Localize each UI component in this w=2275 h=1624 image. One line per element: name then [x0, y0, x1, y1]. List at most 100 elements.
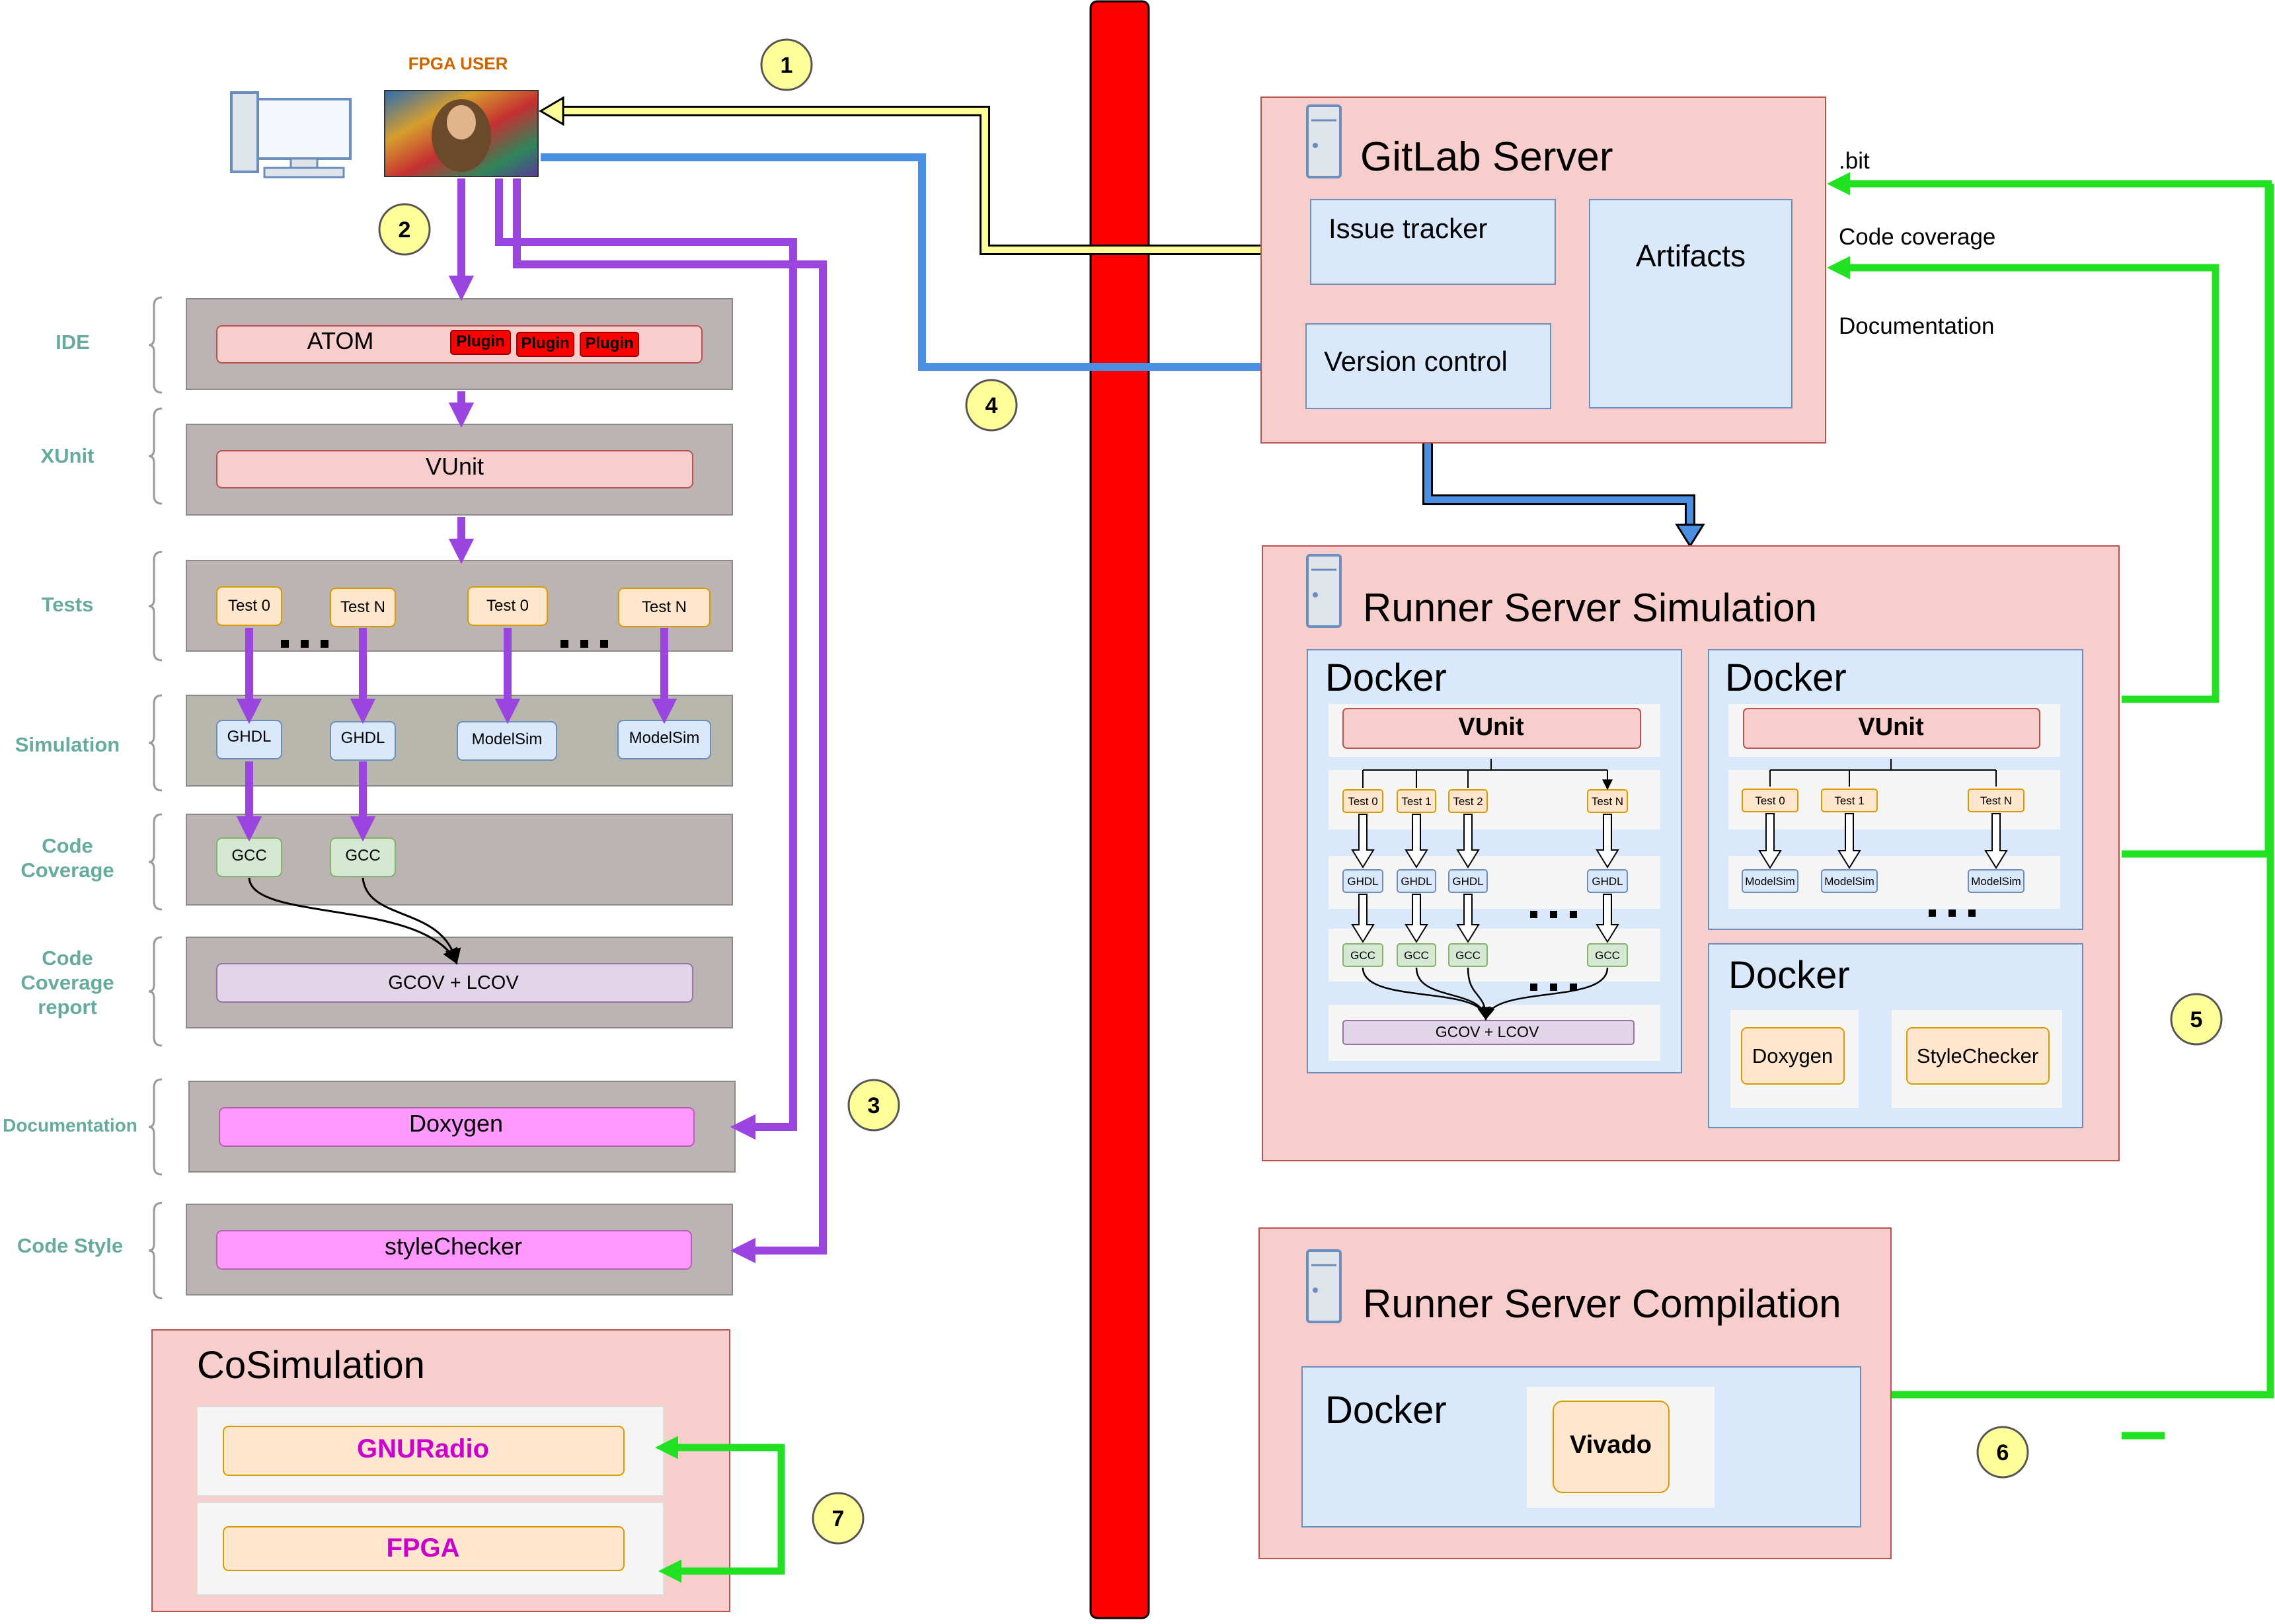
row-coverage-report: GCOV + LCOV — [186, 937, 733, 1028]
docker-label: Docker — [1325, 656, 1447, 699]
docker1-sim: GHDL — [1347, 875, 1378, 888]
runner-server-compilation: Runner Server Compilation Docker Vivado — [1258, 1227, 1892, 1559]
test-box-label: Test N — [642, 598, 687, 616]
row-code-style: styleChecker — [186, 1204, 733, 1295]
vivado-label: Vivado — [1570, 1431, 1652, 1459]
runner-comp-docker-label: Docker — [1325, 1389, 1447, 1432]
row-xunit: VUnit — [186, 424, 733, 516]
docker1-sim: GHDL — [1452, 875, 1483, 888]
coverage-merge-arrows — [248, 877, 461, 965]
artifacts-label: Artifacts — [1636, 239, 1746, 273]
step-badge-6: 6 — [1976, 1426, 2029, 1479]
issue-tracker-arrow — [539, 96, 1315, 255]
step-badge-1: 1 — [760, 38, 813, 91]
row-braces — [148, 296, 163, 1299]
ide-plugin: Plugin — [456, 332, 504, 350]
step-badge-2: 2 — [378, 203, 431, 256]
test-box-label: Test N — [340, 598, 385, 616]
row-tests: Test 0 Test N Test 0 Test N — [186, 560, 733, 652]
version-control-arrow — [541, 153, 1306, 380]
docker1-test: Test N — [1592, 795, 1623, 808]
ellipsis-dots — [281, 640, 608, 648]
step-badge-5: 5 — [2170, 993, 2223, 1046]
test-box-label: Test 0 — [486, 597, 529, 615]
xunit-title: VUnit — [426, 453, 484, 480]
runner-comp-title: Runner Server Compilation — [1363, 1282, 1841, 1326]
cosim-title: CoSimulation — [197, 1344, 425, 1387]
docker-label: Docker — [1725, 656, 1847, 699]
docker2-sim: ModelSim — [1971, 875, 2021, 888]
docker1-test: Test 1 — [1401, 795, 1431, 808]
version-control-label: Version control — [1324, 346, 1508, 377]
step-badge-3: 3 — [847, 1079, 900, 1132]
docker3-tool-doxygen: Doxygen — [1752, 1044, 1833, 1067]
gitlab-title: GitLab Server — [1360, 134, 1613, 180]
step-badges: 1 2 3 4 5 6 7 — [378, 38, 2223, 1545]
ellipsis-dots — [1929, 909, 1976, 917]
docker1-sim: GHDL — [1401, 875, 1432, 888]
docker1-gcc: GCC — [1595, 949, 1620, 962]
docker2-sim: ModelSim — [1824, 875, 1874, 888]
docker1-vunit: VUnit — [1458, 713, 1524, 741]
docker1-test: Test 2 — [1453, 795, 1483, 808]
row-label-tests: Tests — [42, 593, 94, 616]
row-label-xunit: XUnit — [41, 444, 95, 467]
simulator-label: ModelSim — [472, 730, 543, 748]
cosimulation-panel: CoSimulation GNURadio FPGA — [151, 1329, 730, 1612]
code-style-title: styleChecker — [385, 1233, 522, 1260]
row-label-simulation: Simulation — [15, 733, 120, 756]
ide-plugin: Plugin — [521, 334, 569, 352]
docker-label: Docker — [1728, 954, 1850, 997]
docker2-test: Test 1 — [1834, 794, 1864, 807]
simulator-label: GHDL — [341, 729, 385, 747]
row-label-ide: IDE — [56, 330, 90, 354]
svg-text:5: 5 — [2190, 1007, 2203, 1032]
cosim-item-gnuradio: GNURadio — [357, 1434, 489, 1463]
svg-text:1: 1 — [781, 53, 793, 78]
output-label-documentation: Documentation — [1839, 313, 1994, 339]
hollow-arrows — [1758, 813, 2008, 869]
server-icon — [1306, 1249, 1342, 1323]
svg-text:6: 6 — [1997, 1440, 2009, 1465]
runner-sim-title: Runner Server Simulation — [1363, 586, 1817, 630]
coverage-label: GCC — [345, 847, 380, 865]
hollow-arrows — [1351, 814, 1619, 943]
row-label-code-style: Code Style — [17, 1234, 123, 1257]
docker2-vunit: VUnit — [1858, 713, 1924, 741]
issue-tracker-label: Issue tracker — [1329, 213, 1487, 244]
simulator-label: ModelSim — [629, 729, 700, 747]
row-ide: ATOM Plugin Plugin Plugin — [186, 298, 733, 390]
runner-server-simulation: Runner Server Simulation Docker VUnit Te… — [1262, 545, 2120, 1161]
step-badge-7: 7 — [812, 1492, 865, 1545]
docker1-test: Test 0 — [1348, 795, 1377, 808]
server-icon — [1306, 554, 1342, 628]
artifact-return-arrows — [654, 172, 2274, 1583]
svg-text:2: 2 — [399, 217, 411, 243]
ide-title: ATOM — [307, 327, 374, 354]
cosim-item-fpga: FPGA — [386, 1533, 459, 1563]
docker2-test: Test 0 — [1755, 794, 1785, 807]
ellipsis-dots — [1530, 911, 1577, 991]
server-icon — [1306, 104, 1342, 178]
docker1-gcc: GCC — [1404, 949, 1429, 962]
gitlab-server: GitLab Server Issue tracker Artifacts Ve… — [1260, 97, 1826, 444]
docker2-sim: ModelSim — [1745, 875, 1795, 888]
report-title: GCOV + LCOV — [388, 972, 519, 993]
docker2-test: Test N — [1980, 794, 2012, 807]
row-documentation: Doxygen — [188, 1081, 736, 1173]
row-simulation: GHDL GHDL ModelSim ModelSim — [186, 695, 733, 787]
ide-plugin: Plugin — [585, 334, 633, 352]
coverage-label: GCC — [231, 847, 266, 865]
output-label-bit: .bit — [1839, 148, 1870, 174]
svg-text:7: 7 — [832, 1506, 845, 1531]
user-avatar — [384, 90, 539, 177]
docker1-gcc: GCC — [1350, 949, 1375, 962]
row-code-coverage: GCC GCC — [186, 814, 733, 906]
row-label-documentation: Documentation — [3, 1115, 137, 1136]
simulator-label: GHDL — [227, 728, 272, 746]
user-flow-arrows — [236, 178, 827, 1264]
